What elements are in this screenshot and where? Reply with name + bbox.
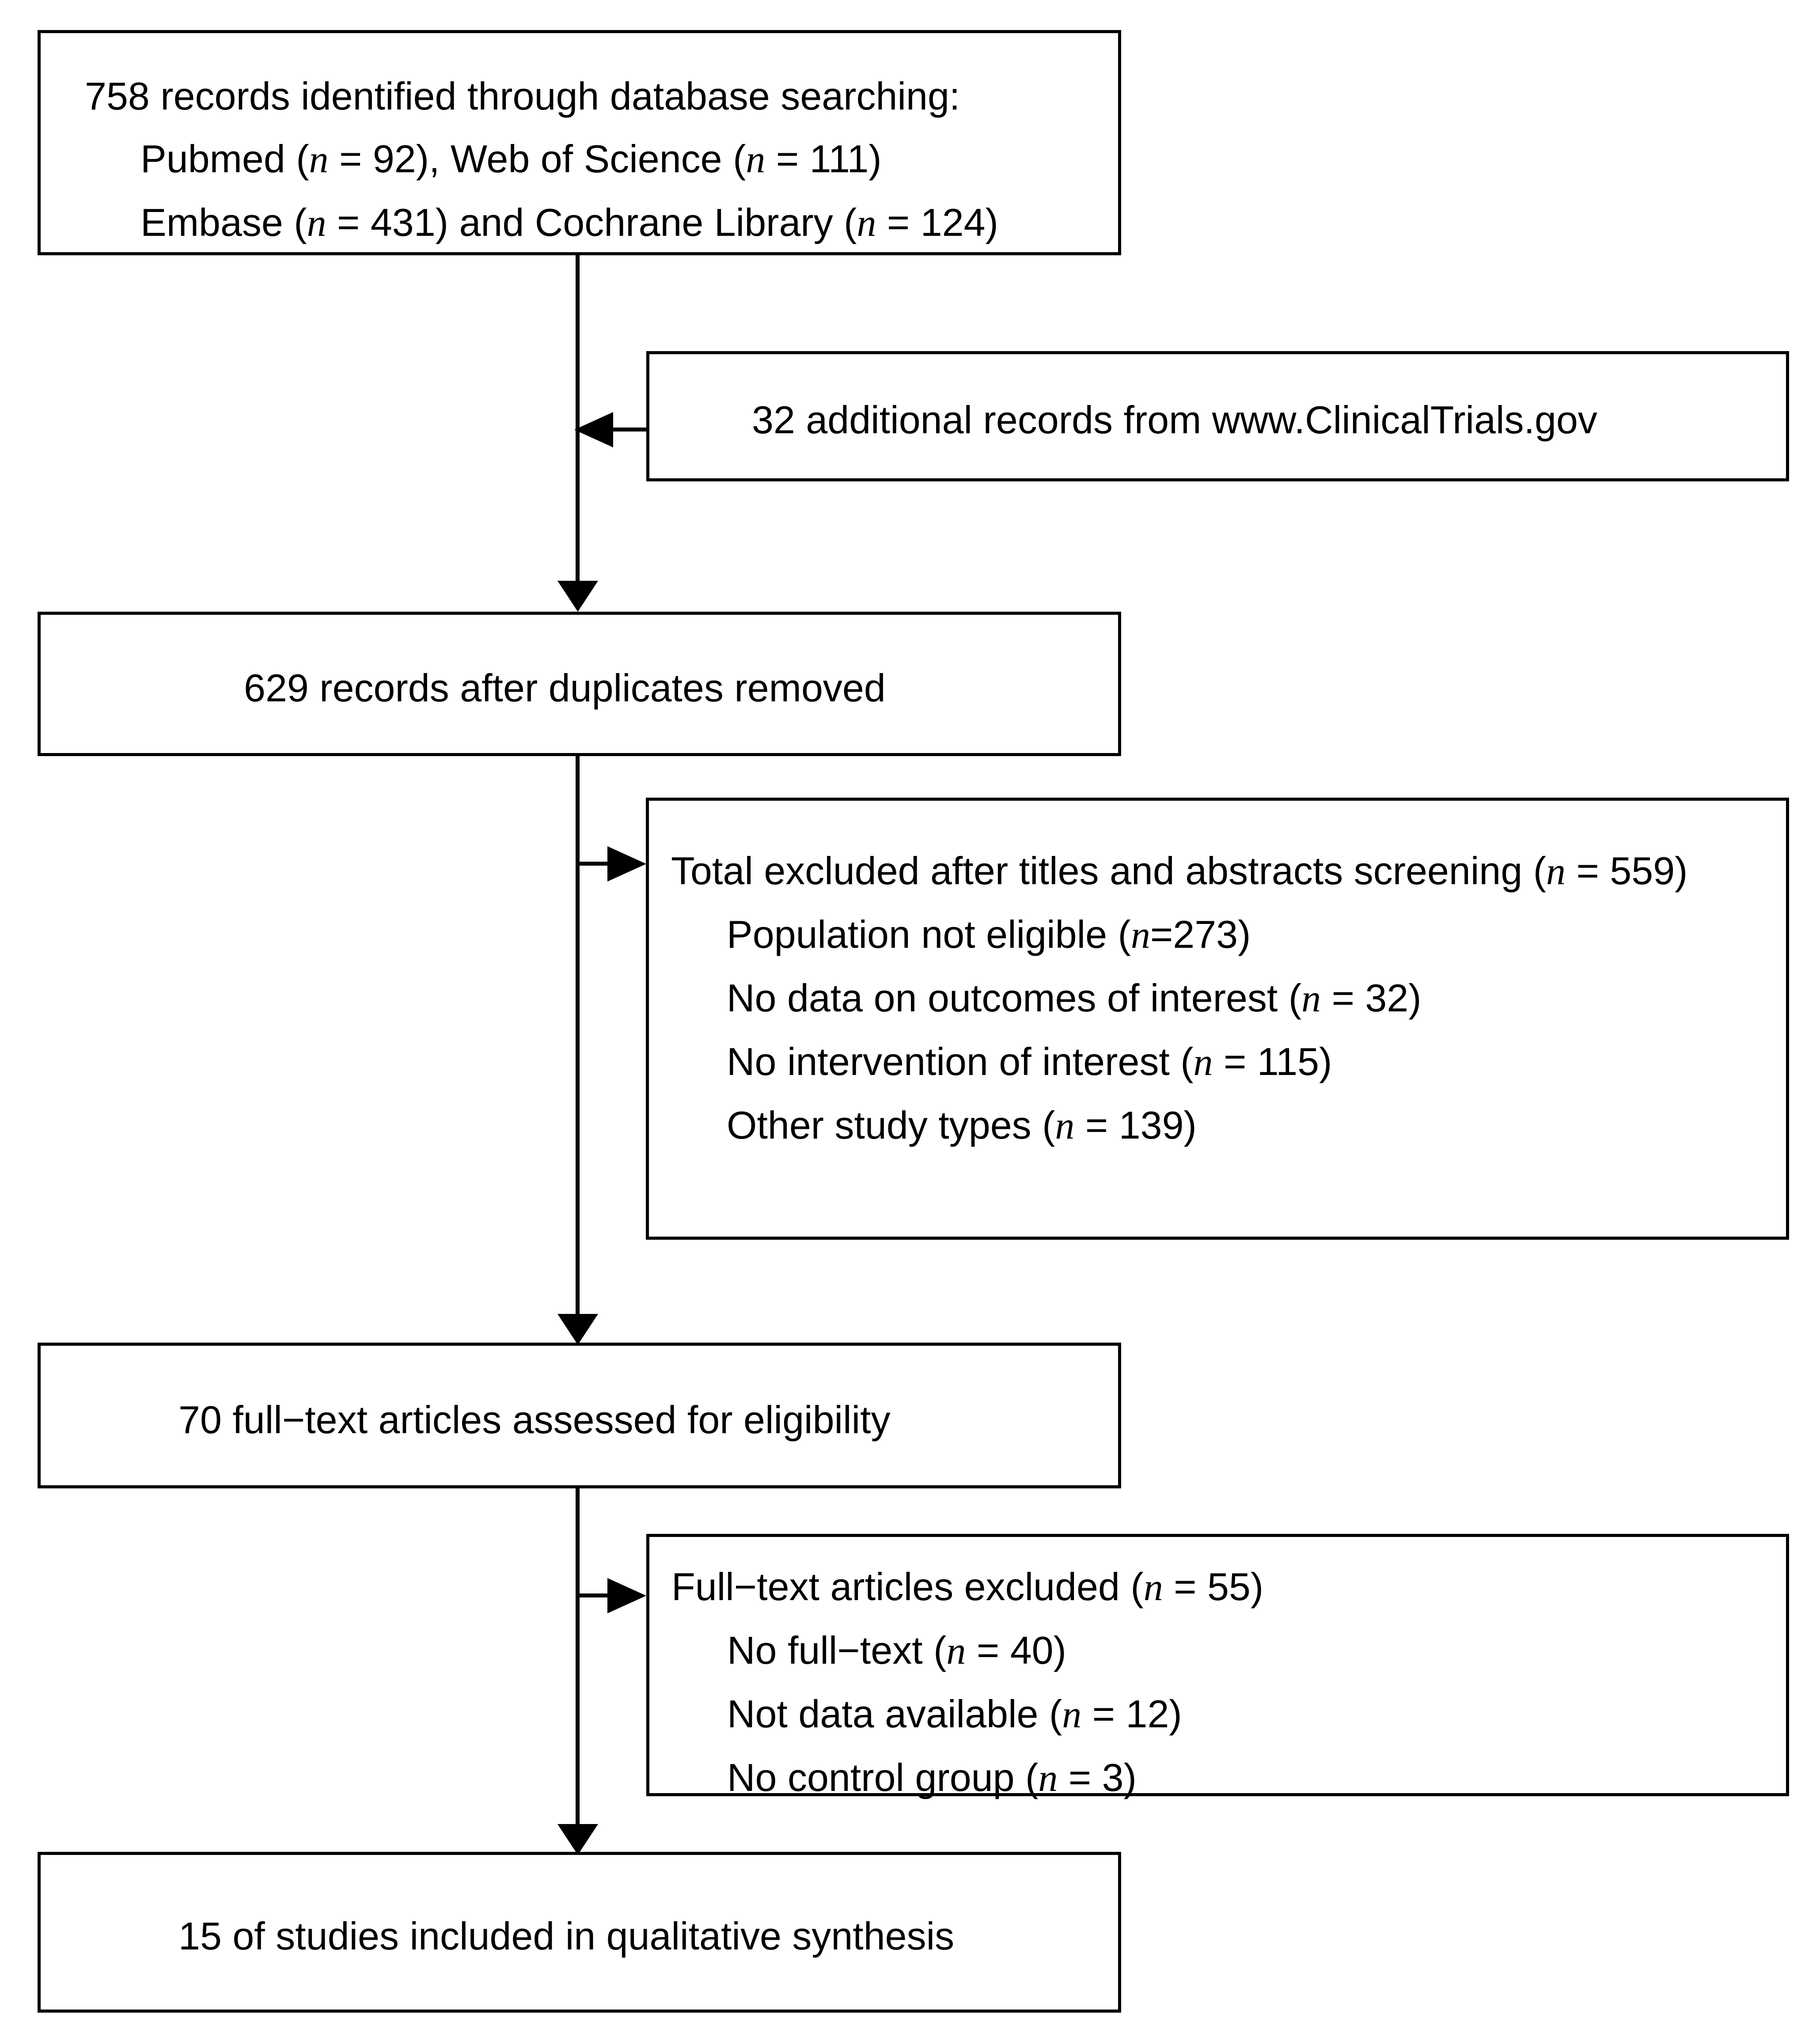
- not-data-available-pre: Not data available (: [727, 1692, 1062, 1736]
- box-after-duplicates-text: 629 records after duplicates removed: [244, 657, 886, 719]
- box-fulltext-assessed: 70 full−text articles assessed for eligi…: [38, 1343, 1121, 1488]
- italic-n: n: [307, 202, 326, 245]
- additional-records-line1: 32 additional records from www.ClinicalT…: [752, 398, 1597, 442]
- no-intervention-pre: No intervention of interest (: [727, 1040, 1194, 1083]
- pubmed-line-pre: Pubmed (: [140, 137, 309, 181]
- no-data-outcomes-pre: No data on outcomes of interest (: [727, 976, 1302, 1020]
- box-included-studies: 15 of studies included in qualitative sy…: [38, 1852, 1121, 2013]
- pubmed-line-mid: = 92), Web of Science (: [328, 137, 746, 181]
- embase-line-post: = 124): [876, 201, 998, 244]
- box-after-duplicates: 629 records after duplicates removed: [38, 612, 1121, 756]
- embase-line-pre: Embase (: [140, 201, 307, 244]
- arrowhead-left-to-trunk: [574, 412, 613, 447]
- other-study-types-pre: Other study types (: [727, 1103, 1055, 1147]
- italic-n: n: [309, 138, 329, 181]
- no-control-group-pre: No control group (: [727, 1756, 1039, 1799]
- connector-duplicates-to-fulltext: [576, 756, 580, 1341]
- connector-additional-records: [601, 428, 648, 431]
- embase-line-mid: = 431) and Cochrane Library (: [326, 201, 857, 244]
- box-records-identified-text: 758 records identified through database …: [85, 65, 998, 255]
- records-identified-line1: 758 records identified through database …: [85, 74, 960, 118]
- fulltext-excluded-total-pre: Full−text articles excluded (: [671, 1565, 1144, 1609]
- italic-n: n: [1143, 1566, 1163, 1609]
- no-fulltext-pre: No full−text (: [727, 1628, 947, 1672]
- connector-screening-excluded: [577, 862, 622, 866]
- connector-fulltext-excluded: [577, 1593, 622, 1597]
- no-data-outcomes-post: = 32): [1321, 976, 1422, 1020]
- fulltext-assessed-line1: 70 full−text articles assessed for eligi…: [178, 1398, 891, 1442]
- italic-n: n: [1055, 1105, 1075, 1147]
- italic-n: n: [1062, 1693, 1082, 1736]
- population-not-eligible-post: =273): [1150, 912, 1251, 956]
- no-fulltext-post: = 40): [966, 1628, 1066, 1672]
- italic-n: n: [1130, 914, 1150, 957]
- arrowhead-down-to-fulltext: [557, 1314, 598, 1345]
- italic-n: n: [1038, 1757, 1058, 1800]
- italic-n: n: [857, 202, 876, 245]
- box-fulltext-assessed-text: 70 full−text articles assessed for eligi…: [178, 1389, 891, 1451]
- no-intervention-post: = 115): [1213, 1040, 1332, 1083]
- connector-fulltext-to-included: [576, 1488, 580, 1855]
- italic-n: n: [1193, 1041, 1213, 1084]
- italic-n: n: [1301, 977, 1321, 1020]
- screening-excluded-total-post: = 559): [1566, 849, 1688, 893]
- box-fulltext-excluded: Full−text articles excluded (n = 55) No …: [646, 1534, 1789, 1800]
- arrowhead-down-to-included: [557, 1824, 598, 1855]
- fulltext-excluded-total-post: = 55): [1163, 1565, 1264, 1609]
- italic-n: n: [746, 138, 766, 181]
- italic-n: n: [946, 1630, 966, 1673]
- arrowhead-right-to-screening-excluded: [607, 846, 646, 882]
- box-screening-excluded-text: Total excluded after titles and abstract…: [671, 840, 1687, 1158]
- not-data-available-post: = 12): [1081, 1692, 1182, 1736]
- box-fulltext-excluded-text: Full−text articles excluded (n = 55) No …: [671, 1556, 1263, 1810]
- italic-n: n: [1546, 850, 1566, 893]
- pubmed-line-post: = 111): [765, 137, 882, 181]
- box-screening-excluded: Total excluded after titles and abstract…: [646, 798, 1789, 1240]
- box-included-studies-text: 15 of studies included in qualitative sy…: [178, 1905, 954, 1968]
- after-duplicates-line1: 629 records after duplicates removed: [244, 666, 886, 710]
- population-not-eligible-pre: Population not eligible (: [727, 912, 1131, 956]
- included-studies-line1: 15 of studies included in qualitative sy…: [178, 1914, 955, 1958]
- box-additional-records-text: 32 additional records from www.ClinicalT…: [752, 389, 1597, 451]
- screening-excluded-total-pre: Total excluded after titles and abstract…: [671, 849, 1547, 893]
- arrowhead-right-to-fulltext-excluded: [607, 1578, 646, 1613]
- box-records-identified: 758 records identified through database …: [38, 30, 1121, 255]
- other-study-types-post: = 139): [1074, 1103, 1197, 1147]
- box-additional-records: 32 additional records from www.ClinicalT…: [646, 351, 1789, 481]
- no-control-group-post: = 3): [1058, 1756, 1137, 1799]
- arrowhead-down-to-duplicates: [557, 581, 598, 612]
